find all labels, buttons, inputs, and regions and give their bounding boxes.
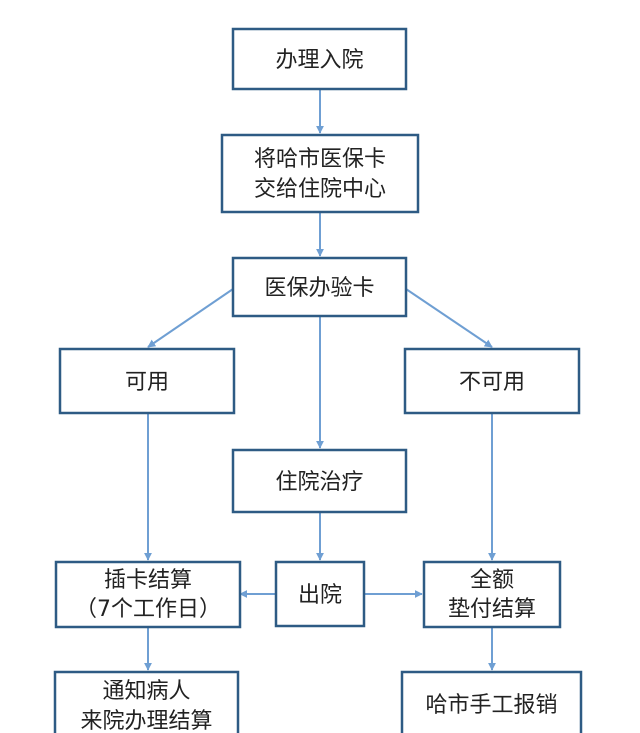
node-notify-patient: 通知病人 来院办理结算 bbox=[53, 670, 240, 733]
node-notify-patient-line1: 通知病人 bbox=[102, 679, 190, 704]
node-manual-reimbursement: 哈市手工报销 bbox=[400, 670, 583, 733]
node-card-settlement-line1: 插卡结算 bbox=[104, 568, 192, 593]
node-hand-card-line1: 将哈市医保卡 bbox=[254, 147, 386, 172]
node-card-settlement-line2: （7个工作日） bbox=[75, 597, 221, 622]
node-hand-card-line2: 交给住院中心 bbox=[254, 177, 386, 202]
node-full-payment-box bbox=[422, 560, 562, 629]
arrow-verify-card-to-usable bbox=[147, 288, 234, 348]
node-discharge-box bbox=[274, 560, 366, 628]
node-notify-patient-line2: 来院办理结算 bbox=[80, 709, 212, 733]
node-discharge-label: 出院 bbox=[298, 583, 342, 608]
node-full-payment: 全额 垫付结算 bbox=[422, 560, 562, 629]
node-notify-patient-box bbox=[53, 670, 240, 733]
node-full-payment-line1: 全额 bbox=[470, 568, 514, 593]
node-admission-box bbox=[231, 27, 408, 91]
node-usable-label: 可用 bbox=[125, 370, 169, 395]
node-hospital-treatment-label: 住院治疗 bbox=[275, 470, 363, 495]
node-hospital-treatment: 住院治疗 bbox=[231, 448, 408, 514]
node-card-settlement: 插卡结算 （7个工作日） bbox=[54, 560, 242, 629]
node-manual-reimbursement-box bbox=[400, 670, 583, 733]
node-card-settlement-box bbox=[54, 560, 242, 629]
edges bbox=[144, 89, 496, 671]
node-unusable: 不可用 bbox=[403, 347, 581, 415]
node-discharge: 出院 bbox=[274, 560, 366, 628]
node-usable: 可用 bbox=[58, 347, 236, 415]
node-unusable-box bbox=[403, 347, 581, 415]
node-unusable-label: 不可用 bbox=[459, 370, 525, 395]
node-hand-card: 将哈市医保卡 交给住院中心 bbox=[220, 133, 420, 214]
node-hospital-treatment-box bbox=[231, 448, 408, 514]
arrow-verify-card-to-unusable bbox=[405, 288, 493, 348]
node-admission: 办理入院 bbox=[231, 27, 408, 91]
node-verify-card-box bbox=[231, 256, 408, 318]
node-verify-card-label: 医保办验卡 bbox=[264, 276, 374, 301]
node-manual-reimbursement-label: 哈市手工报销 bbox=[425, 693, 557, 718]
node-usable-box bbox=[58, 347, 236, 415]
node-verify-card: 医保办验卡 bbox=[231, 256, 408, 318]
node-admission-label: 办理入院 bbox=[275, 48, 363, 73]
node-full-payment-line2: 垫付结算 bbox=[448, 597, 536, 622]
node-hand-card-box bbox=[220, 133, 420, 214]
